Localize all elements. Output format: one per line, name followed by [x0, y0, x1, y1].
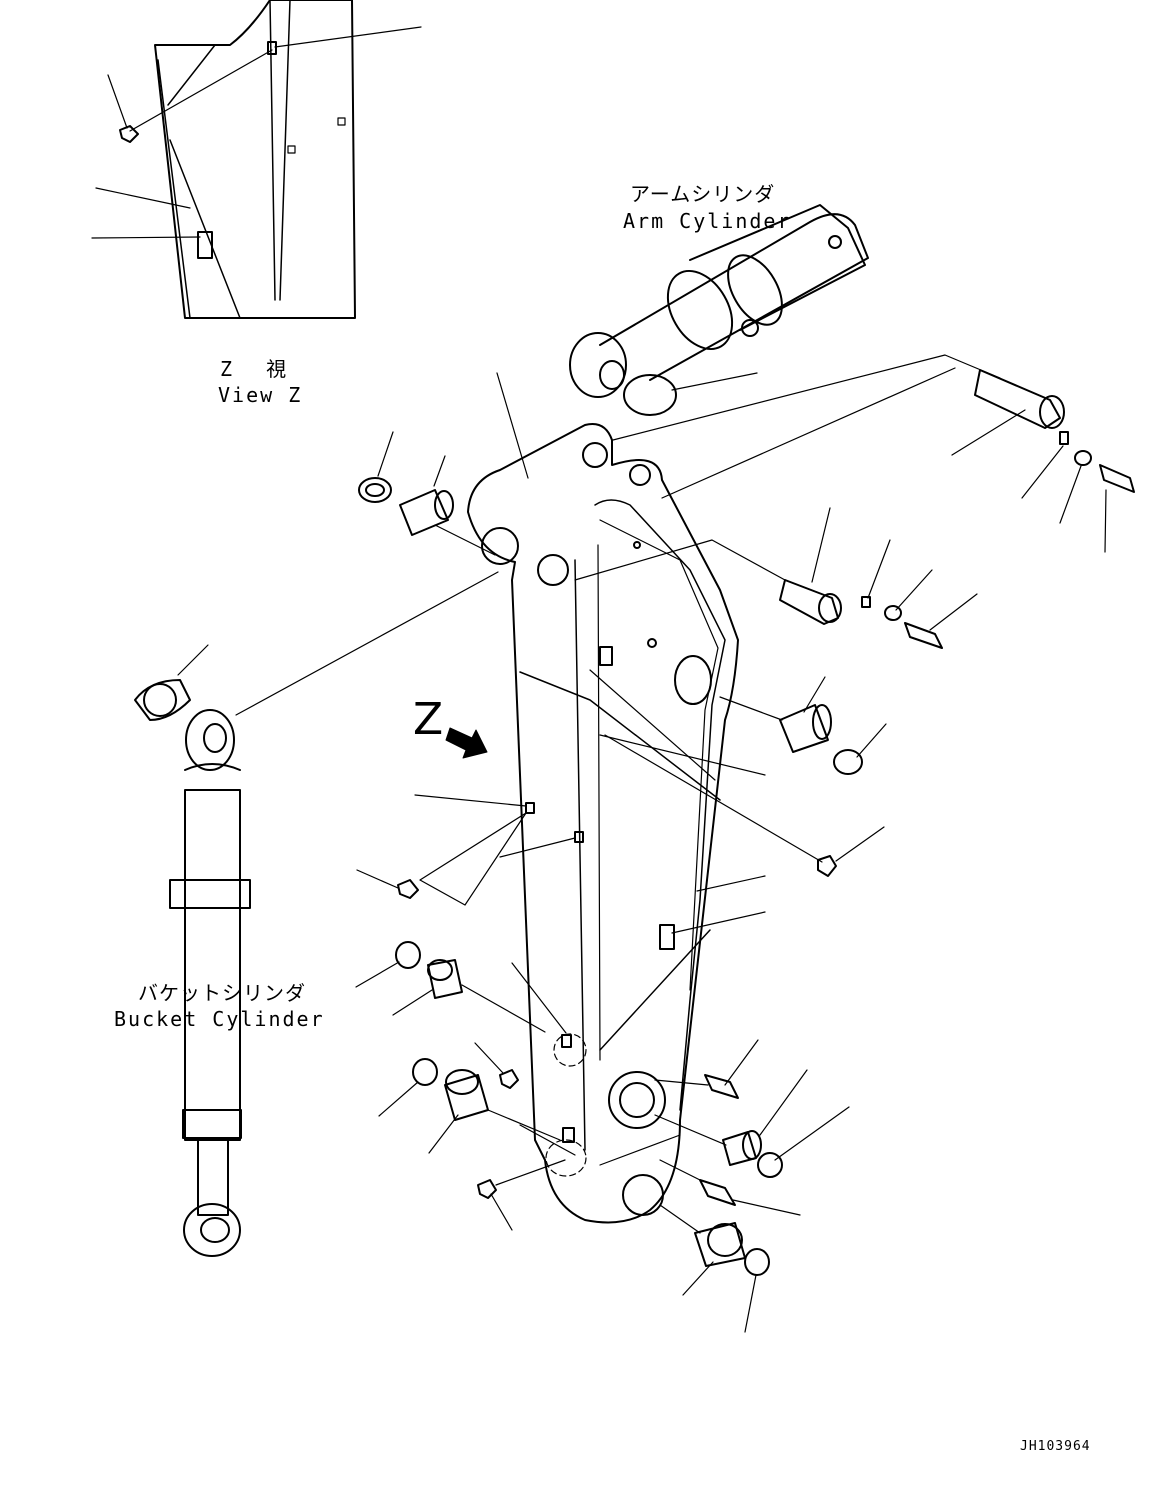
loose-parts: [355, 354, 1135, 1333]
seal-ring-right: [833, 749, 863, 775]
bushing-right: [779, 704, 829, 753]
view-z-clip: [267, 41, 277, 55]
plug-right: [817, 855, 837, 877]
arm-body: [467, 423, 739, 1224]
arm-cylinder-label-jp: アームシリンダ: [630, 182, 776, 206]
arm-cylinder-label-en: Arm Cylinder: [623, 209, 792, 233]
drawing-code: JH103964: [1020, 1439, 1091, 1454]
seal-ring-left-2: [412, 1058, 438, 1086]
view-z-arrow-label: Z: [413, 694, 444, 745]
pin-middle: [779, 579, 839, 625]
grease-fitting-upper: [704, 1074, 739, 1099]
view-z-arrow-icon: [445, 727, 488, 759]
bucket-cylinder-label-jp: バケットシリンダ: [138, 981, 306, 1005]
arm-boss-lower: [608, 1071, 666, 1129]
bushing-left-2: [444, 1074, 489, 1121]
plug-left-2: [499, 1069, 519, 1089]
arm-cylinder: [569, 204, 869, 416]
view-z-detail: [91, 0, 422, 319]
bolt-middle: [904, 622, 943, 649]
washer-middle: [884, 605, 902, 621]
bushing-lower-right: [722, 1131, 757, 1166]
plug-left: [397, 879, 419, 899]
seal-ring-bottom: [744, 1248, 770, 1276]
arm-pin-hole-bottom: [622, 1174, 664, 1216]
arm-cylinder-shim: [623, 374, 677, 416]
bucket-cylinder-shims: [134, 679, 191, 721]
grease-fitting-lower: [699, 1179, 736, 1206]
view-z-label-jp: Z 視: [220, 357, 288, 381]
lock-plate-middle: [861, 596, 871, 608]
pin-upper: [974, 369, 1061, 429]
seal-ring-lower-right: [757, 1152, 783, 1178]
view-z-label-en: View Z: [218, 383, 303, 407]
bucket-cylinder-label-en: Bucket Cylinder: [114, 1007, 325, 1031]
plug-left-3: [477, 1179, 497, 1199]
bolt-upper: [1099, 464, 1135, 493]
bushing-1: [399, 489, 449, 536]
washer-upper: [1074, 450, 1092, 466]
seal-ring-left-1: [395, 941, 421, 969]
view-z-plug: [119, 125, 139, 143]
lock-plate-upper: [1059, 431, 1069, 445]
seal-ring-1: [358, 477, 392, 503]
bucket-cylinder: [134, 571, 499, 1257]
view-z-plate: [197, 231, 213, 259]
